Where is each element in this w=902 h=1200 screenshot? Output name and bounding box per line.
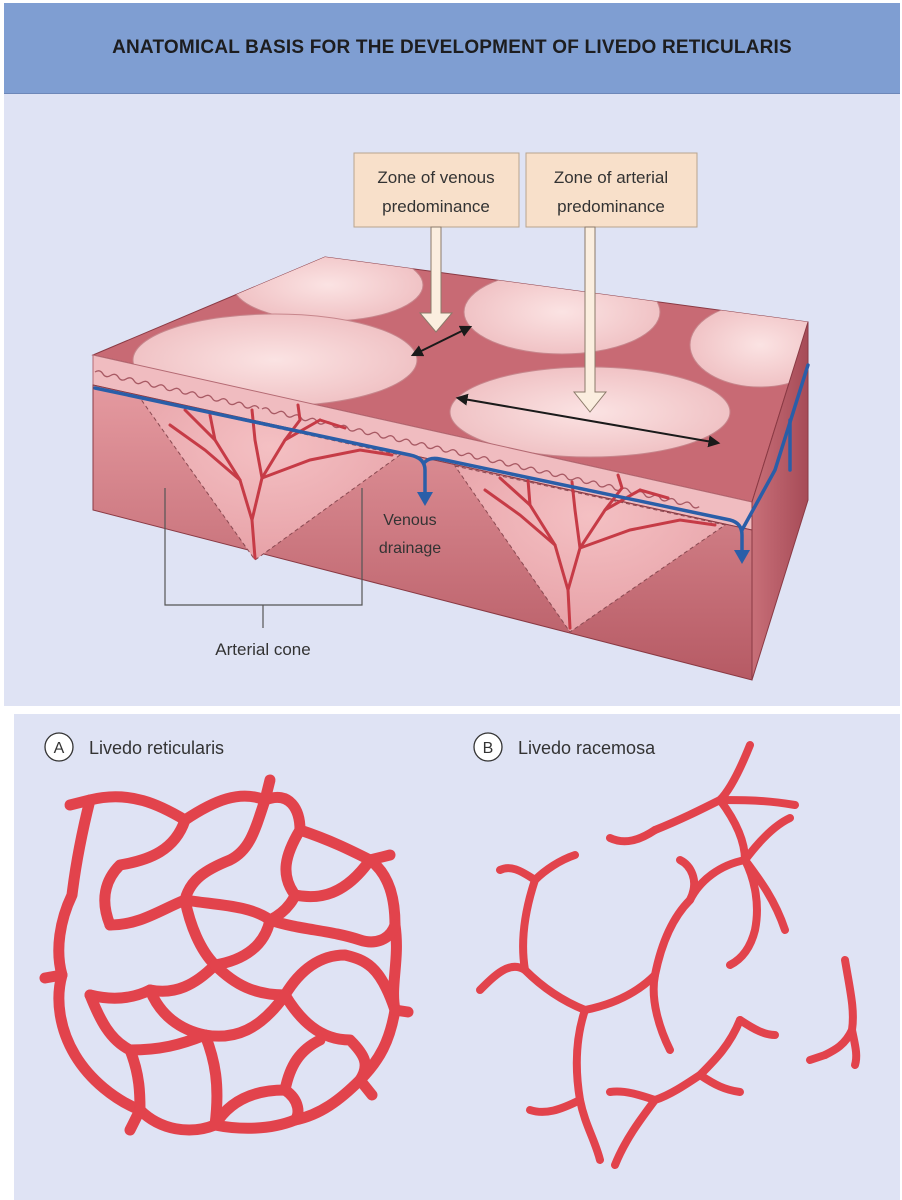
panel-b-letter: B (483, 740, 494, 757)
arterial-zone-text-1: Zone of arterial (554, 168, 668, 187)
venous-zone-text-2: predominance (382, 197, 490, 216)
livedo-reticularis-pattern (45, 780, 408, 1130)
livedo-racemosa-pattern (480, 745, 856, 1165)
panel-a-label: Livedo reticularis (89, 738, 224, 758)
panel-a-letter: A (54, 740, 65, 757)
venous-drainage-text-2: drainage (379, 540, 441, 557)
arterial-zone-text-2: predominance (557, 197, 665, 216)
venous-drainage-text-1: Venous (383, 512, 436, 529)
arterial-cone-label: Arterial cone (215, 640, 310, 659)
skin-block (93, 249, 830, 680)
panel-b-label: Livedo racemosa (518, 738, 656, 758)
panel-b-header: B Livedo racemosa (474, 733, 656, 761)
venous-zone-text-1: Zone of venous (377, 168, 494, 187)
panel-a-header: A Livedo reticularis (45, 733, 224, 761)
